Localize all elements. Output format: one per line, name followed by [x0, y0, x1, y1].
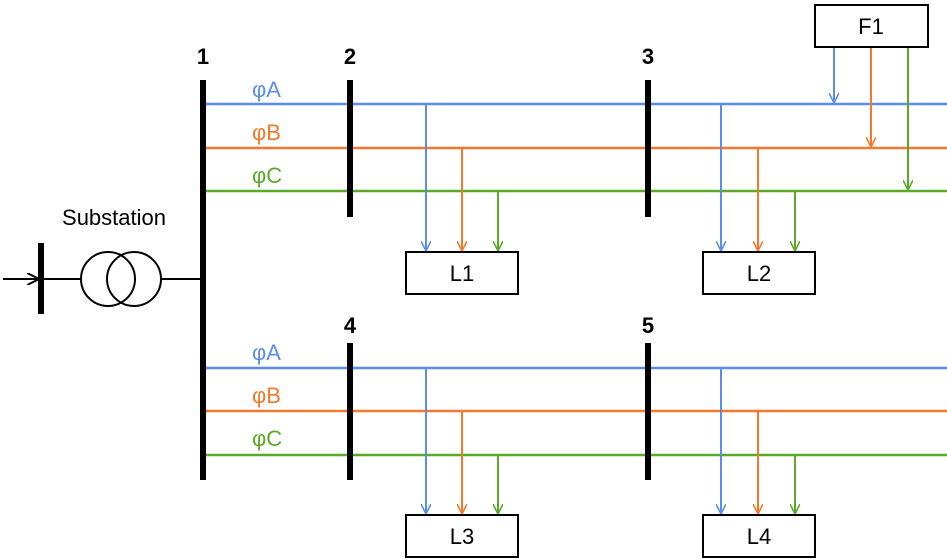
l2-rect — [702, 251, 816, 295]
phase-b-label-lower: φB — [252, 383, 281, 408]
l1-label: L1 — [450, 261, 474, 286]
l1-rect — [405, 251, 519, 295]
phase-a-label-upper: φA — [252, 77, 281, 102]
phase-c-label-upper: φC — [252, 163, 282, 188]
f1-rect — [814, 4, 929, 48]
bus-1-label: 1 — [197, 44, 209, 69]
f1-label: F1 — [858, 14, 884, 39]
bus-3-label: 3 — [642, 44, 654, 69]
phase-labels: φA φB φC φA φB φC — [252, 77, 282, 451]
buses: 1 2 3 4 5 — [197, 44, 654, 480]
substation-label: Substation — [62, 205, 166, 230]
l2-label: L2 — [747, 261, 771, 286]
load-l2: L2 — [702, 251, 816, 295]
l4-label: L4 — [747, 524, 771, 549]
l3-label: L3 — [450, 524, 474, 549]
phase-c-label-lower: φC — [252, 426, 282, 451]
substation: Substation — [3, 205, 203, 314]
load-taps — [426, 104, 795, 513]
lower-feeder — [203, 366, 947, 457]
load-l1: L1 — [405, 251, 519, 295]
phase-b-label-upper: φB — [252, 120, 281, 145]
bus-4-label: 4 — [344, 313, 357, 338]
load-l4: L4 — [702, 514, 816, 558]
bus-5-label: 5 — [642, 313, 654, 338]
upper-feeder — [203, 102, 947, 193]
l4-rect — [702, 514, 816, 558]
bus-2-label: 2 — [344, 44, 356, 69]
load-l3: L3 — [405, 514, 519, 558]
f1-box: F1 — [814, 4, 929, 48]
phase-a-label-lower: φA — [252, 340, 281, 365]
l3-rect — [405, 514, 519, 558]
f1-feeds — [834, 47, 908, 189]
transformer-winding-primary — [80, 251, 136, 307]
